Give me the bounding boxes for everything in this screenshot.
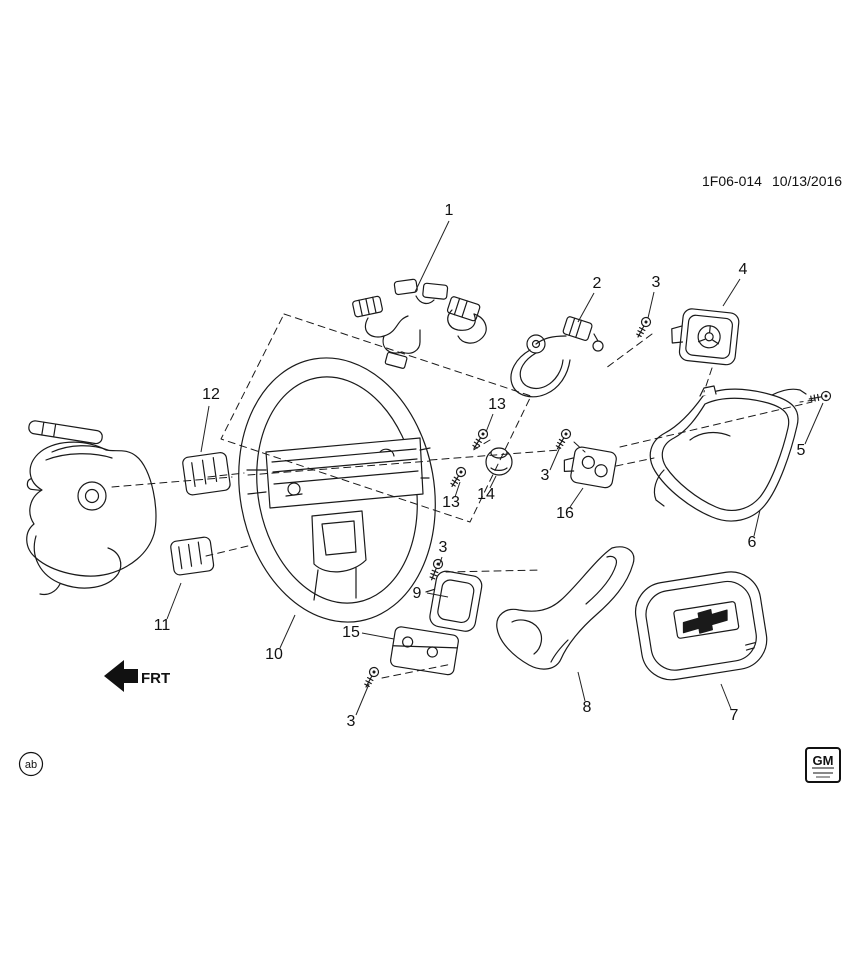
callout-leader-8 (577, 671, 586, 702)
switch-16-part (563, 446, 617, 489)
chevrolet-bowtie-icon (682, 609, 728, 634)
frt-direction-indicator: FRT (104, 660, 170, 692)
callout-7: 7 (730, 707, 739, 724)
steering-column-assembly (26, 420, 157, 596)
screw-3 (361, 665, 381, 690)
callout-3: 3 (439, 539, 448, 556)
callout-3: 3 (652, 274, 661, 291)
paddle-switch-11-part (170, 536, 215, 576)
callout-1: 1 (445, 202, 454, 219)
callout-leader-3 (549, 446, 561, 471)
callout-3: 3 (347, 713, 356, 730)
drawing-number: 1F06-014 (702, 173, 762, 189)
callout-3: 3 (541, 467, 550, 484)
callout-6: 6 (748, 534, 757, 551)
callout-leader-12 (200, 405, 210, 453)
steering-wheel-part (238, 357, 436, 623)
drawing-date: 10/13/2016 (772, 173, 842, 189)
callout-12: 12 (202, 386, 220, 403)
callout-13: 13 (442, 494, 460, 511)
corner-mark: ab (18, 751, 44, 777)
callout-11: 11 (154, 617, 171, 634)
callout-leader-6 (753, 509, 761, 537)
callout-leader-16 (569, 487, 584, 508)
callout-15: 15 (342, 624, 360, 641)
callout-leader-1 (414, 220, 450, 293)
coil-harness-part (510, 316, 604, 398)
callout-leader-3 (438, 556, 443, 567)
callout-16: 16 (556, 505, 574, 522)
bracket-15-part (390, 626, 459, 676)
back-cover-bezel-part (649, 385, 807, 522)
callout-leader-2 (577, 292, 595, 323)
callout-leader-3 (355, 683, 370, 716)
callout-leader-13 (485, 413, 494, 433)
callout-leader-14 (489, 475, 497, 489)
callout-5: 5 (797, 442, 806, 459)
screw-3 (553, 427, 573, 452)
callout-10: 10 (265, 646, 283, 663)
lower-trim-cover-part (496, 546, 635, 670)
callout-8: 8 (583, 699, 592, 716)
frt-label: FRT (141, 670, 170, 687)
gm-logo-text: GM (813, 753, 834, 768)
paddle-switch-12-part (182, 452, 231, 496)
callout-leader-10 (279, 614, 296, 649)
callout-leader-5 (804, 402, 824, 445)
callout-4: 4 (739, 261, 748, 278)
callout-leader-15 (361, 632, 395, 640)
assembly-reference-lines (111, 313, 816, 679)
callout-13: 13 (488, 396, 506, 413)
cap-14-part (485, 447, 513, 476)
callout-leader-3 (647, 291, 655, 319)
bracket-9-part (425, 570, 483, 632)
callout-leader-7 (720, 683, 732, 710)
callout-2: 2 (593, 275, 602, 292)
frt-arrow-icon (104, 660, 138, 692)
callout-leader-9 (426, 592, 449, 598)
callout-leader-4 (722, 278, 741, 307)
callout-leader-13 (454, 481, 461, 498)
screw-13 (447, 465, 468, 490)
screw-5 (807, 390, 832, 404)
callout-leader-11 (166, 582, 182, 620)
wiring-harness-part (352, 278, 487, 369)
callout-14: 14 (477, 486, 495, 503)
callout-9: 9 (413, 585, 422, 602)
switch-assembly-4-part (671, 308, 740, 366)
corner-mark-label: ab (25, 759, 37, 771)
airbag-module-part (634, 571, 768, 681)
gm-logo: GM (805, 747, 841, 783)
